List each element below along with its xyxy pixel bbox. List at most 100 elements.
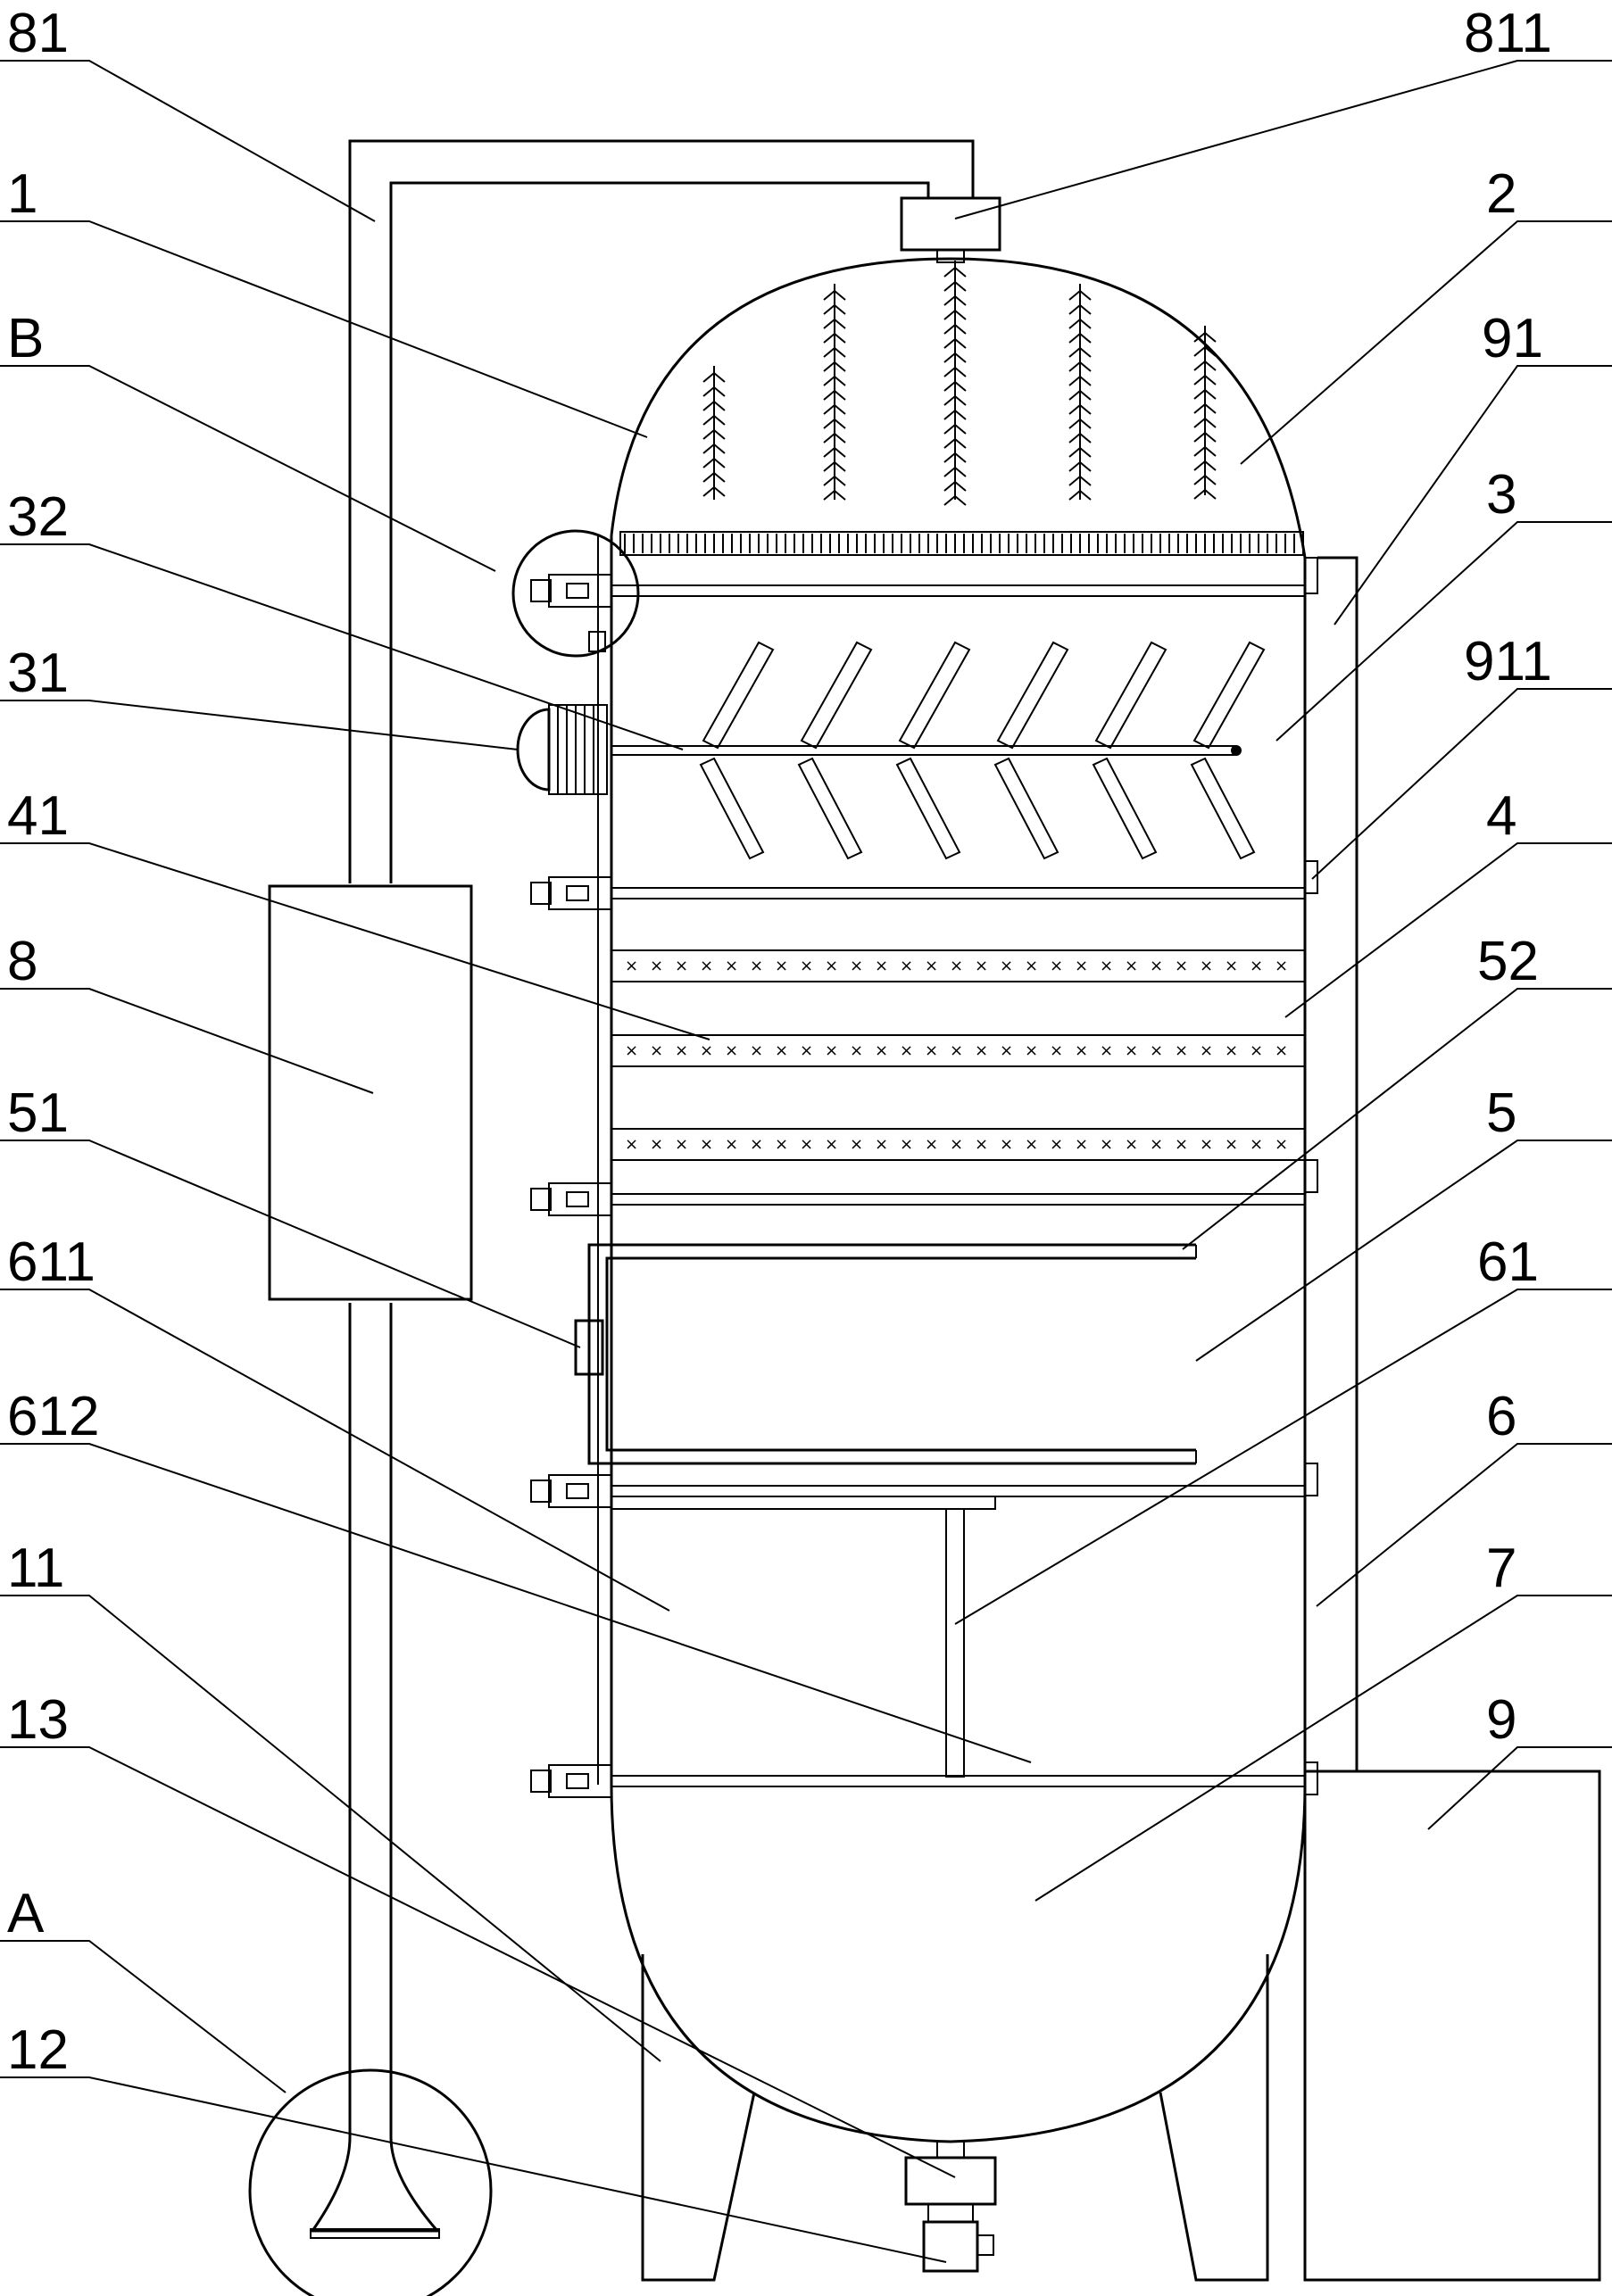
detail-circle-A [248,2068,493,2296]
svg-text:×: × [1200,1135,1213,1154]
label-61: 61 [1477,1231,1539,1293]
svg-text:×: × [950,1041,963,1060]
svg-text:×: × [1250,1135,1263,1154]
svg-text:×: × [925,1041,938,1060]
detail-circle-B [511,529,640,658]
svg-text:×: × [900,957,913,975]
svg-text:×: × [1150,957,1163,975]
svg-text:×: × [1275,957,1288,975]
svg-text:×: × [875,1135,888,1154]
vessel-body [597,257,1307,2143]
svg-text:×: × [875,1041,888,1060]
valve-811 [900,196,1001,263]
svg-text:×: × [700,957,713,975]
flange-plates [611,584,1306,1787]
svg-text:×: × [650,1041,663,1060]
svg-text:×: × [1125,1135,1138,1154]
svg-text:×: × [900,1135,913,1154]
label-4: 4 [1486,785,1516,847]
svg-text:×: × [1025,1135,1038,1154]
svg-text:×: × [725,1041,738,1060]
svg-text:×: × [825,1135,838,1154]
svg-text:×: × [650,957,663,975]
label-8: 8 [7,931,37,992]
spray-nozzles [702,261,1217,506]
svg-text:×: × [1100,1041,1113,1060]
label-81: 81 [7,3,69,64]
svg-text:×: × [875,957,888,975]
filter-layers-4: × × × × × × × × × × × × × × × × × × × × × × × × × × × × × × × × × × × × × × × ×… [611,949,1306,1161]
svg-text:×: × [750,957,763,975]
svg-text:×: × [1025,957,1038,975]
svg-text:×: × [850,1041,863,1060]
svg-text:×: × [675,1135,688,1154]
svg-text:×: × [1025,1041,1038,1060]
label-32: 32 [7,486,69,548]
svg-text:×: × [800,957,813,975]
svg-text:×: × [1250,957,1263,975]
section-6 [611,1496,996,1778]
svg-text:×: × [1150,1041,1163,1060]
label-3: 3 [1486,464,1516,526]
svg-text:×: × [1100,957,1113,975]
svg-text:×: × [650,1135,663,1154]
svg-text:×: × [1200,957,1213,975]
label-91: 91 [1482,308,1543,369]
svg-text:×: × [775,1041,788,1060]
label-12: 12 [7,2019,69,2081]
svg-text:×: × [1125,957,1138,975]
left-clamps [530,574,612,1798]
pipe-91 [1317,556,1562,1773]
label-612: 612 [7,1386,99,1447]
label-7: 7 [1486,1538,1516,1599]
svg-text:×: × [1100,1135,1113,1154]
svg-text:×: × [975,1135,988,1154]
svg-text:×: × [850,1135,863,1154]
svg-text:×: × [625,1135,638,1154]
label-41: 41 [7,785,69,847]
svg-text:×: × [1050,1041,1063,1060]
svg-text:×: × [1075,1135,1088,1154]
label-611: 611 [7,1231,96,1293]
section-5-pipes [574,1243,1197,1465]
svg-text:×: × [625,957,638,975]
leader-lines [0,60,1612,2263]
svg-text:×: × [1000,1135,1013,1154]
svg-text:×: × [1275,1135,1288,1154]
svg-text:×: × [625,1041,638,1060]
pipe-81 [348,139,975,2137]
mixer-section-3 [516,641,1266,860]
svg-text:×: × [1050,1135,1063,1154]
svg-text:×: × [725,1135,738,1154]
svg-text:×: × [775,1135,788,1154]
svg-text:×: × [1000,957,1013,975]
svg-text:×: × [1050,957,1063,975]
label-31: 31 [7,642,69,704]
svg-text:×: × [1175,1041,1188,1060]
svg-text:×: × [800,1041,813,1060]
svg-text:×: × [1275,1041,1288,1060]
svg-text:×: × [1075,1041,1088,1060]
label-811: 811 [1464,3,1552,64]
flange-tabs [1304,557,1318,1795]
svg-text:×: × [1175,1135,1188,1154]
svg-text:×: × [975,1041,988,1060]
svg-text:×: × [925,957,938,975]
svg-text:×: × [1075,957,1088,975]
svg-text:×: × [1225,1041,1238,1060]
label-13: 13 [7,1689,69,1751]
svg-text:×: × [1175,957,1188,975]
svg-text:×: × [950,957,963,975]
label-2: 2 [1486,163,1516,225]
svg-text:×: × [900,1041,913,1060]
svg-text:×: × [750,1041,763,1060]
svg-text:×: × [725,957,738,975]
label-9: 9 [1486,1689,1516,1751]
nozzle-A [310,2136,441,2239]
label-1: 1 [7,163,37,225]
svg-text:×: × [1225,1135,1238,1154]
svg-text:×: × [925,1135,938,1154]
label-5: 5 [1486,1082,1516,1144]
